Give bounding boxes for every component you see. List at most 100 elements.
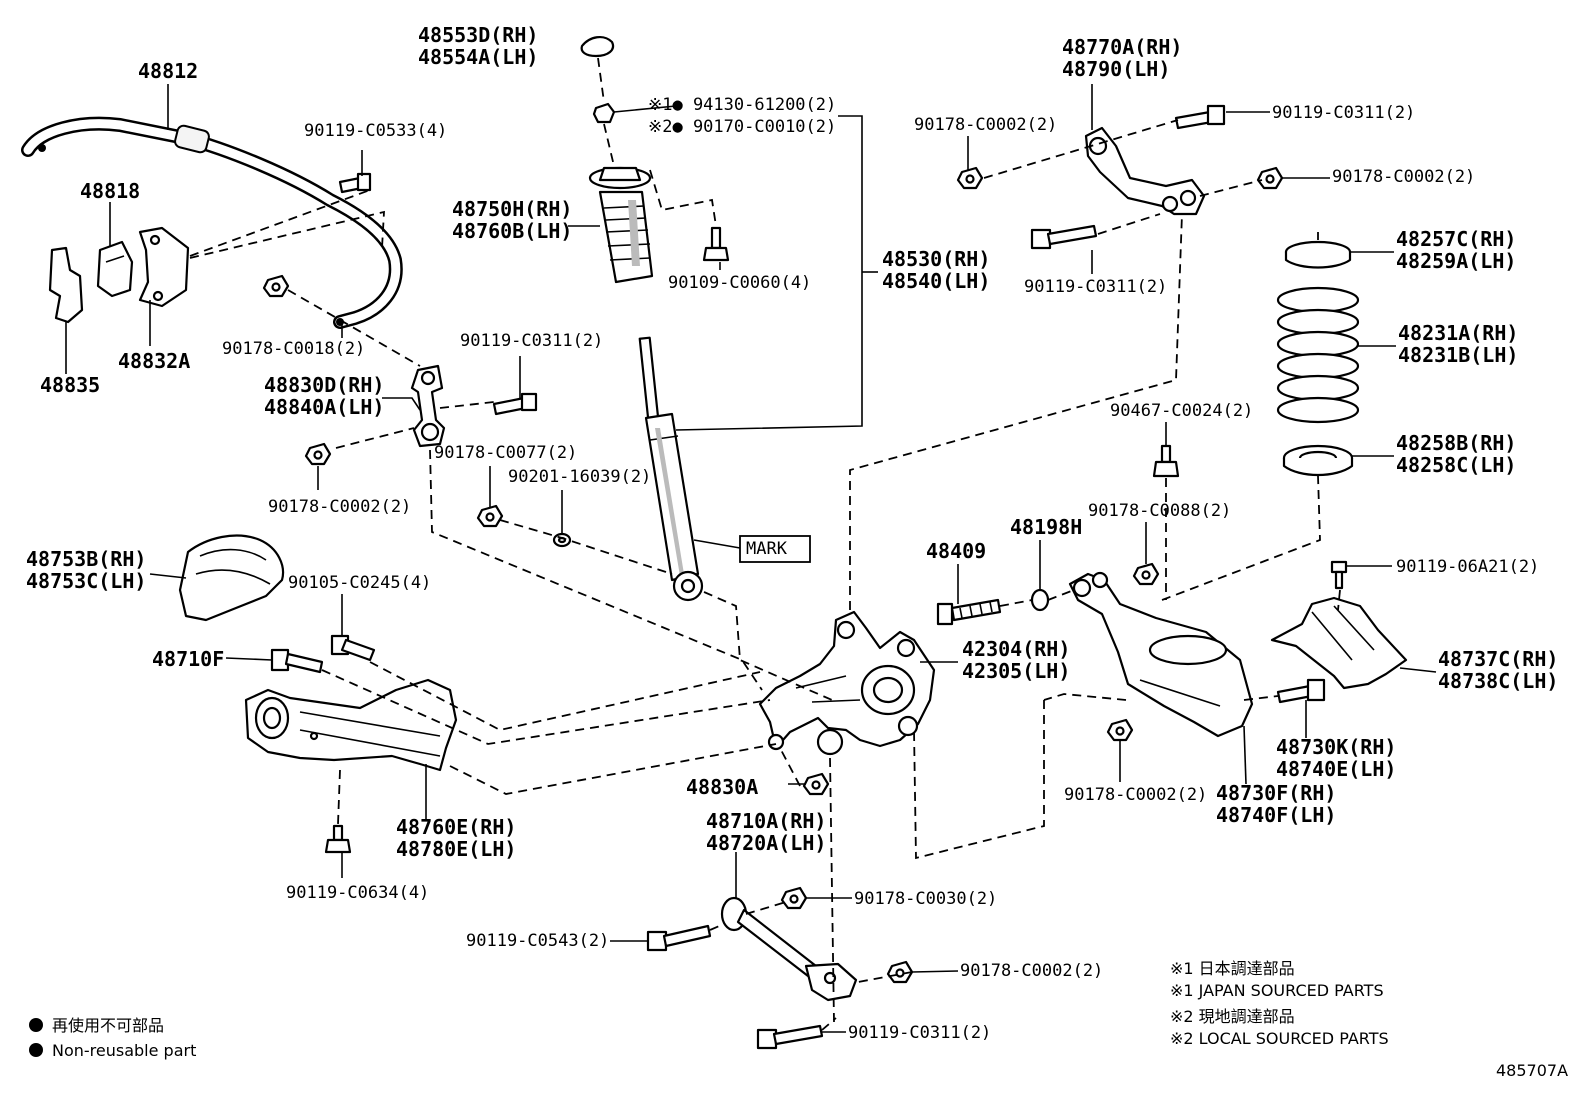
nut-90178-c0088[interactable] [1132, 562, 1160, 586]
rear-axle-carrier-42304[interactable] [758, 610, 936, 756]
nut-90178-c0002-e[interactable] [1106, 718, 1134, 742]
label-90201-16039[interactable]: 90201-16039(2) [508, 467, 651, 487]
spring-lower-insulator[interactable] [1282, 444, 1354, 476]
label-42304[interactable]: 42304(RH) [962, 637, 1070, 661]
stabilizer-link[interactable] [410, 364, 446, 448]
bolt-90119-c0311-b[interactable] [756, 1024, 824, 1050]
bolt-90119-c0533[interactable] [338, 172, 372, 194]
spring-upper-insulator[interactable] [1284, 240, 1352, 269]
label-90178-c0018[interactable]: 90178-C0018(2) [222, 339, 365, 359]
label-48818[interactable]: 48818 [80, 179, 140, 203]
label-90119-c0311-a[interactable]: 90119-C0311(2) [460, 331, 603, 351]
camber-bolt-48409[interactable] [936, 598, 1002, 626]
cam-washer-48198h[interactable] [1030, 588, 1050, 612]
label-90119-c0543[interactable]: 90119-C0543(2) [466, 931, 609, 951]
label-42305[interactable]: 42305(LH) [962, 659, 1070, 683]
label-48770a[interactable]: 48770A(RH) [1062, 35, 1182, 59]
bolt-90109-c0060[interactable] [702, 226, 730, 262]
label-mark[interactable]: MARK [746, 539, 788, 559]
label-48835[interactable]: 48835 [40, 373, 100, 397]
label-90178-c0002-b[interactable]: 90178-C0002(2) [960, 961, 1103, 981]
label-48710a[interactable]: 48710A(RH) [706, 809, 826, 833]
bolt-48710f[interactable] [270, 648, 324, 674]
label-48738c[interactable]: 48738C(LH) [1438, 669, 1558, 693]
label-48710f[interactable]: 48710F [152, 647, 224, 671]
nut-90178-c0018[interactable] [262, 274, 290, 298]
label-90119-c0634[interactable]: 90119-C0634(4) [286, 883, 429, 903]
washer-90201-16039[interactable] [552, 532, 572, 548]
label-48720a[interactable]: 48720A(LH) [706, 831, 826, 855]
label-48740f[interactable]: 48740F(LH) [1216, 803, 1336, 827]
nut-90178-c0002-a[interactable] [304, 442, 332, 466]
label-48740e[interactable]: 48740E(LH) [1276, 757, 1396, 781]
label-90105-c0245[interactable]: 90105-C0245(4) [288, 573, 431, 593]
bolt-90105-c0245[interactable] [330, 634, 376, 662]
label-48257c[interactable]: 48257C(RH) [1396, 227, 1516, 251]
trailing-arm-48760e[interactable] [244, 678, 458, 772]
label-48780e[interactable]: 48780E(LH) [396, 837, 516, 861]
label-48258b[interactable]: 48258B(RH) [1396, 431, 1516, 455]
upper-control-arm-48770a[interactable] [1084, 126, 1206, 216]
nut-90178-c0002-d[interactable] [1256, 166, 1284, 190]
label-48231b[interactable]: 48231B(LH) [1398, 343, 1518, 367]
label-48259a[interactable]: 48259A(LH) [1396, 249, 1516, 273]
label-90178-c0030[interactable]: 90178-C0030(2) [854, 889, 997, 909]
label-90119-06a21[interactable]: 90119-06A21(2) [1396, 557, 1539, 577]
stabilizer-bracket[interactable] [138, 226, 190, 308]
label-48753c[interactable]: 48753C(LH) [26, 569, 146, 593]
nut-90178-c0002-c[interactable] [956, 166, 984, 190]
lateral-link-48710a[interactable] [720, 896, 858, 1002]
label-48830d[interactable]: 48830D(RH) [264, 373, 384, 397]
mudguard-48753b[interactable] [178, 534, 285, 622]
shock-absorber-boot[interactable] [588, 166, 654, 284]
label-48231a[interactable]: 48231A(RH) [1398, 321, 1518, 345]
label-48760e[interactable]: 48760E(RH) [396, 815, 516, 839]
label-48540[interactable]: 48540(LH) [882, 269, 990, 293]
shock-absorber[interactable] [638, 336, 704, 602]
stabilizer-bar[interactable] [21, 116, 403, 329]
nut-90178-c0077[interactable] [476, 504, 504, 528]
label-48730k[interactable]: 48730K(RH) [1276, 735, 1396, 759]
label-90119-c0311-d[interactable]: 90119-C0311(2) [1024, 277, 1167, 297]
label-90119-c0311-c[interactable]: 90119-C0311(2) [1272, 103, 1415, 123]
bolt-90119-c0311-a[interactable] [492, 392, 538, 416]
bolt-90119-c0311-c[interactable] [1174, 104, 1226, 130]
label-48530[interactable]: 48530(RH) [882, 247, 990, 271]
stabilizer-bushing[interactable] [96, 240, 134, 298]
label-48258c[interactable]: 48258C(LH) [1396, 453, 1516, 477]
coil-spring[interactable] [1276, 286, 1360, 424]
label-48554a[interactable]: 48554A(LH) [418, 45, 538, 69]
nut-94130-61200[interactable] [592, 102, 616, 124]
label-48409[interactable]: 48409 [926, 539, 986, 563]
label-90467-c0024[interactable]: 90467-C0024(2) [1110, 401, 1253, 421]
bolt-90119-06a21[interactable] [1330, 560, 1348, 590]
label-48830a[interactable]: 48830A [686, 775, 758, 799]
lower-control-arm-48730f[interactable] [1068, 571, 1254, 738]
label-90178-c0088[interactable]: 90178-C0088(2) [1088, 501, 1231, 521]
label-48753b[interactable]: 48753B(RH) [26, 547, 146, 571]
nut-48830a[interactable] [802, 772, 830, 796]
nut-90178-c0002-b[interactable] [886, 960, 914, 984]
label-48198h[interactable]: 48198H [1010, 515, 1082, 539]
label-48790[interactable]: 48790(LH) [1062, 57, 1170, 81]
label-90178-c0002-c[interactable]: 90178-C0002(2) [914, 115, 1057, 135]
bolt-90119-c0543[interactable] [646, 924, 712, 952]
label-90178-c0077[interactable]: 90178-C0077(2) [434, 443, 577, 463]
label-94130-61200[interactable]: ※1● 94130-61200(2) [648, 95, 836, 115]
label-48750h[interactable]: 48750H(RH) [452, 197, 572, 221]
label-48812[interactable]: 48812 [138, 59, 198, 83]
stabilizer-plate[interactable] [48, 246, 84, 324]
upper-support-cap[interactable] [580, 36, 615, 58]
label-90119-c0311-b[interactable]: 90119-C0311(2) [848, 1023, 991, 1043]
nut-90178-c0030[interactable] [780, 886, 808, 910]
label-48832a[interactable]: 48832A [118, 349, 190, 373]
clip-90467-c0024[interactable] [1152, 444, 1180, 478]
label-90109-c0060[interactable]: 90109-C0060(4) [668, 273, 811, 293]
bolt-48730k[interactable] [1276, 678, 1326, 704]
label-48553d[interactable]: 48553D(RH) [418, 23, 538, 47]
label-90178-c0002-d[interactable]: 90178-C0002(2) [1332, 167, 1475, 187]
bolt-90119-c0311-d[interactable] [1030, 224, 1098, 250]
label-90178-c0002-a[interactable]: 90178-C0002(2) [268, 497, 411, 517]
label-90119-c0533[interactable]: 90119-C0533(4) [304, 121, 447, 141]
label-48730f[interactable]: 48730F(RH) [1216, 781, 1336, 805]
